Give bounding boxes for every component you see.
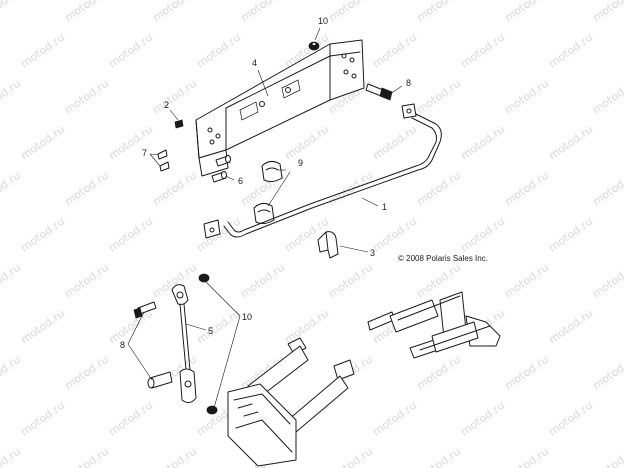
- watermark-text: motod.ru: [370, 123, 419, 163]
- nuts-bottom: [198, 273, 218, 415]
- watermark-text: motod.ru: [0, 169, 23, 209]
- bar-clamp-bracket: [317, 231, 339, 259]
- watermark-text: motod.ru: [414, 0, 463, 24]
- watermark-text: motod.ru: [458, 215, 507, 255]
- watermark-text: motod.ru: [106, 123, 155, 163]
- watermark-text: motod.ru: [590, 169, 625, 209]
- watermark-text: motod.ru: [546, 31, 595, 71]
- watermark-text: motod.ru: [414, 169, 463, 209]
- linkage-link: [171, 284, 197, 404]
- watermark-text: motod.ru: [194, 307, 243, 347]
- callout-10-bottom: 10: [242, 312, 252, 322]
- watermark-text: motod.ru: [18, 123, 67, 163]
- watermark-text: motod.ru: [62, 445, 111, 468]
- watermark-text: motod.ru: [150, 445, 199, 468]
- watermark-text: motod.ru: [414, 353, 463, 393]
- watermark-text: motod.ru: [502, 261, 551, 301]
- watermark-text: motod.ru: [458, 399, 507, 439]
- watermark-text: motod.ru: [590, 0, 625, 24]
- watermark-text: motod.ru: [18, 307, 67, 347]
- callout-2: 2: [164, 100, 169, 110]
- watermark-text: motod.ru: [590, 261, 625, 301]
- callout-10-top: 10: [318, 16, 328, 26]
- pins: [211, 155, 231, 183]
- nut-top: [308, 41, 320, 51]
- bolt-top: [365, 83, 393, 101]
- watermark-text: motod.ru: [414, 445, 463, 468]
- watermark-text: motod.ru: [546, 307, 595, 347]
- watermark-text: motod.ru: [326, 445, 375, 468]
- screws: [157, 149, 170, 172]
- watermark-text: motod.ru: [370, 31, 419, 71]
- watermark-text: motod.ru: [62, 353, 111, 393]
- watermark-text: motod.ru: [62, 261, 111, 301]
- watermark-text: motod.ru: [0, 445, 23, 468]
- watermark-text: motod.ru: [370, 399, 419, 439]
- callout-1: 1: [382, 202, 387, 212]
- watermark-text: motod.ru: [326, 169, 375, 209]
- callout-8-bottom: 8: [120, 340, 125, 350]
- watermark-text: motod.ru: [62, 77, 111, 117]
- watermark-text: motod.ru: [502, 445, 551, 468]
- watermark-text: motod.ru: [150, 0, 199, 24]
- watermark-text: motod.ru: [414, 77, 463, 117]
- watermark-text: motod.ru: [62, 169, 111, 209]
- watermark-text: motod.ru: [18, 399, 67, 439]
- watermark-text: motod.ru: [106, 399, 155, 439]
- swing-arm-right: [367, 291, 501, 359]
- watermark-text: motod.ru: [194, 31, 243, 71]
- watermark-text: motod.ru: [502, 77, 551, 117]
- watermark-text: motod.ru: [0, 261, 23, 301]
- watermark-text: motod.ru: [62, 0, 111, 24]
- watermark-text: motod.ru: [502, 169, 551, 209]
- watermark-text: motod.ru: [282, 123, 331, 163]
- watermark-text: motod.ru: [326, 261, 375, 301]
- watermark-text: motod.ru: [590, 445, 625, 468]
- stabilizer-bar: [203, 103, 442, 239]
- watermark-text: motod.ru: [0, 0, 23, 24]
- watermark-text: motod.ru: [590, 77, 625, 117]
- watermark-text: motod.ru: [0, 353, 23, 393]
- watermark-text: motod.ru: [106, 307, 155, 347]
- watermark-text: motod.ru: [326, 0, 375, 24]
- callout-7: 7: [142, 148, 147, 158]
- watermark-text: motod.ru: [150, 77, 199, 117]
- watermark-text: motod.ru: [458, 123, 507, 163]
- watermark-text: motod.ru: [502, 0, 551, 24]
- watermark-text: motod.ru: [18, 215, 67, 255]
- watermark-text: motod.ru: [106, 31, 155, 71]
- watermark-text: motod.ru: [238, 261, 287, 301]
- bolt-small: [174, 119, 184, 129]
- watermark-text: motod.ru: [546, 215, 595, 255]
- watermark-text: motod.ru: [546, 399, 595, 439]
- watermark-text: motod.ru: [370, 215, 419, 255]
- callout-labels: 10 4 2 7 8 9 6 1 3 5 8 10: [120, 16, 411, 350]
- watermark-text: motod.ru: [546, 123, 595, 163]
- leader-lines: [127, 27, 403, 409]
- watermark-text: motod.ru: [0, 77, 23, 117]
- watermark-text: motod.ru: [238, 0, 287, 24]
- watermark-text: motod.ru: [458, 31, 507, 71]
- callout-8-top: 8: [406, 78, 411, 88]
- callout-6: 6: [238, 176, 243, 186]
- watermark-text: motod.ru: [106, 215, 155, 255]
- watermark-text: motod.ru: [150, 169, 199, 209]
- swing-arm-center: [227, 337, 355, 467]
- callout-4: 4: [252, 58, 257, 68]
- mounting-bracket-plate: [195, 39, 365, 177]
- bushings: [253, 160, 283, 225]
- watermark-text: motod.ru: [502, 353, 551, 393]
- callout-3: 3: [370, 248, 375, 258]
- watermark-text: motod.ru: [590, 353, 625, 393]
- callout-5: 5: [208, 326, 213, 336]
- watermark-text: motod.ru: [18, 31, 67, 71]
- copyright-text: © 2008 Polaris Sales Inc.: [398, 254, 488, 263]
- callout-9: 9: [298, 158, 303, 168]
- watermark-text: motod.ru: [282, 307, 331, 347]
